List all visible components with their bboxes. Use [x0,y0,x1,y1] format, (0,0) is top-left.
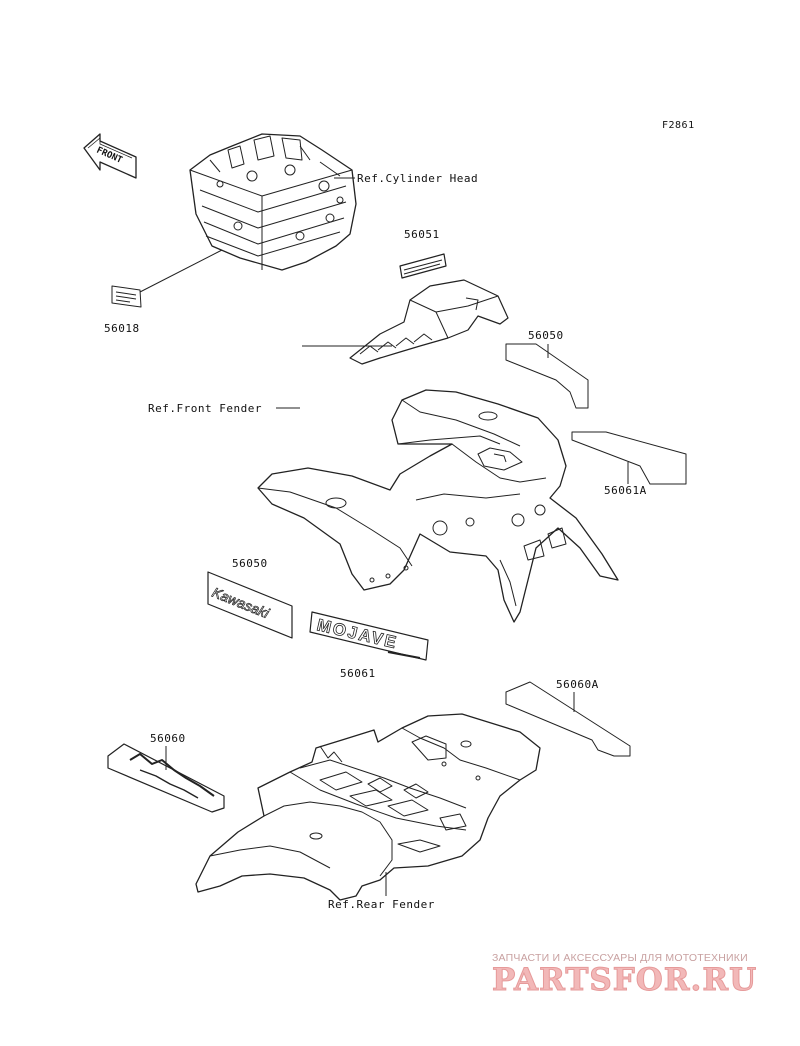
front-arrow-icon: FRONT [83,133,137,179]
decal-56060A [505,681,631,757]
label-56061: 56061 [340,667,376,680]
label-56060: 56060 [150,732,186,745]
watermark-brand: PARTSFOR.RU [491,962,758,999]
watermark-tagline: ЗАПЧАСТИ И АКСЕССУАРЫ ДЛЯ МОТОТЕХНИКИ [492,952,748,964]
figure-code: F2861 [662,120,695,131]
label-56061A: 56061A [604,484,647,497]
watermark: ЗАПЧАСТИ И АКСЕССУАРЫ ДЛЯ МОТОТЕХНИКИ PA… [491,952,758,999]
label-56051: 56051 [404,228,440,241]
decal-mojave: MOJAVE [309,611,429,661]
decal-56018 [111,285,142,308]
decal-56051 [399,253,447,279]
cylinder-head-illustration [189,133,357,271]
label-front-fender: Ref.Front Fender [148,402,262,415]
decal-kawasaki: Kawasaki [207,571,293,639]
decal-56050-top [505,343,589,409]
label-56018: 56018 [104,322,140,335]
front-fender-illustration [257,389,619,623]
label-56050-top: 56050 [528,329,564,342]
label-cylinder-head: Ref.Cylinder Head [357,172,479,185]
label-56050-mid: 56050 [232,557,268,570]
rear-fender-illustration [195,713,541,901]
leader-56018 [139,249,223,293]
front-cover-illustration [349,279,509,365]
mojave-decal-text: MOJAVE [315,615,400,652]
label-rear-fender: Ref.Rear Fender [328,898,435,911]
label-56060A: 56060A [556,678,599,691]
decal-56061A [571,431,687,485]
decal-56060 [107,743,225,813]
